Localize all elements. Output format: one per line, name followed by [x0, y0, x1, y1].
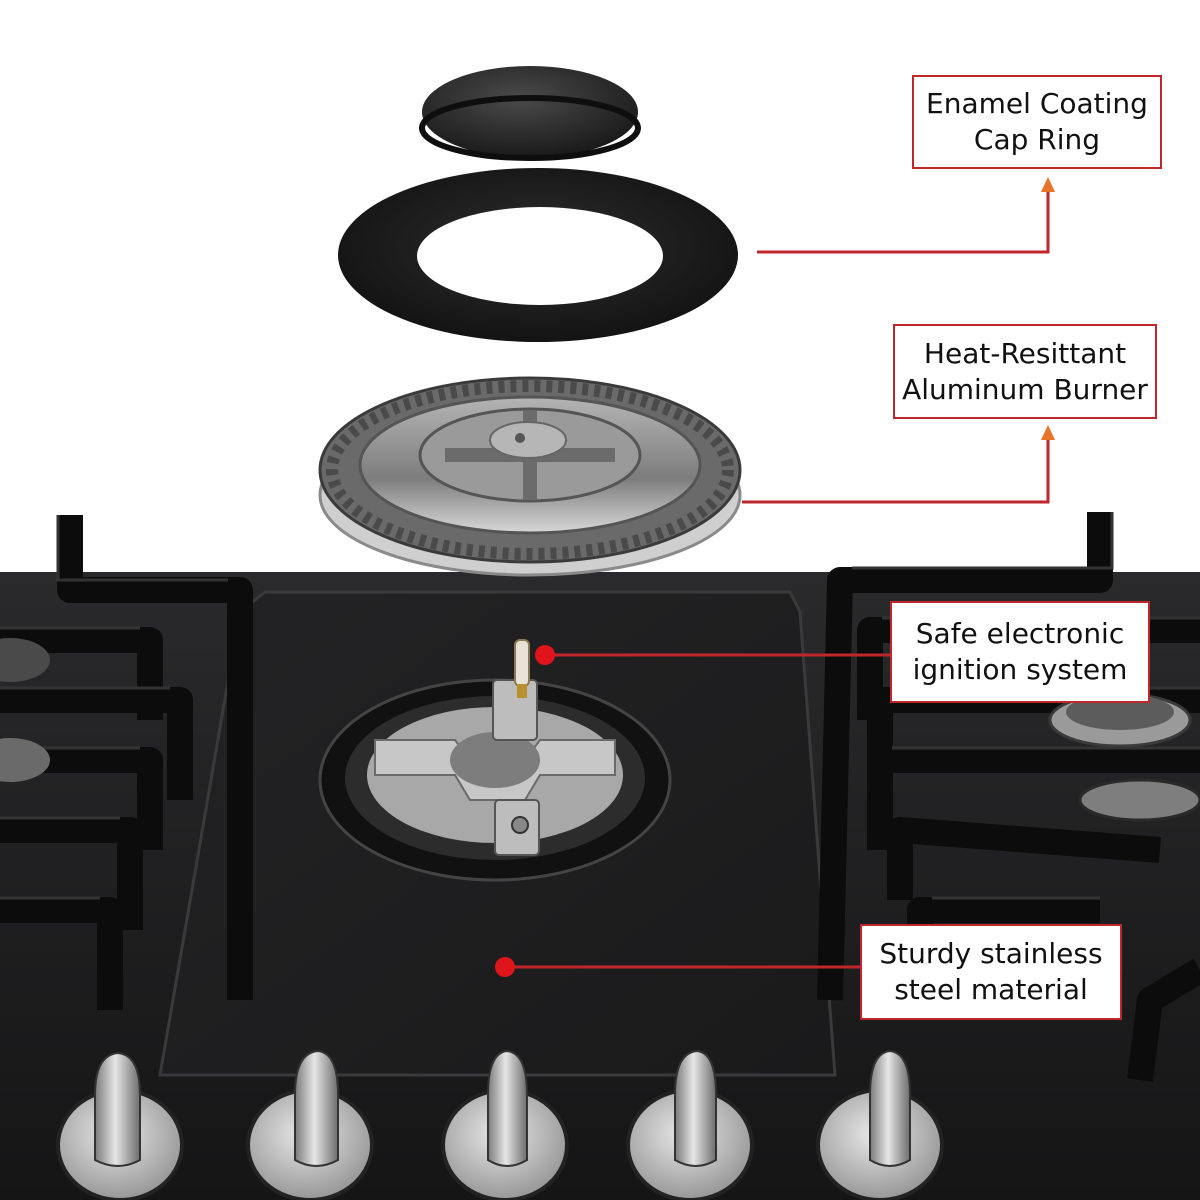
marker-dots — [495, 645, 555, 977]
leader-line-burner — [742, 438, 1050, 504]
callout-ignition-line2: ignition system — [912, 653, 1128, 686]
control-knob[interactable] — [441, 1049, 569, 1200]
leader-lines — [505, 190, 1050, 969]
callout-burner: Heat-Resittant Aluminum Burner — [893, 324, 1157, 419]
callout-material-line1: Sturdy stainless — [879, 937, 1103, 970]
control-knob[interactable] — [626, 1049, 754, 1200]
aluminum-burner — [318, 376, 742, 577]
arrow-up-icon — [1041, 177, 1055, 192]
cast-iron-grate-left — [0, 515, 253, 1010]
burner-cap — [419, 66, 641, 161]
enamel-ring — [338, 168, 738, 342]
marker-dot-ignition — [535, 645, 555, 665]
arrow-up-icon — [1041, 425, 1055, 440]
callout-cap-ring-line1: Enamel Coating — [926, 87, 1148, 120]
callout-cap-ring: Enamel Coating Cap Ring — [912, 75, 1162, 169]
arrow-heads — [1041, 177, 1055, 440]
marker-dot-material — [495, 957, 515, 977]
center-burner-base — [318, 678, 672, 882]
control-knob[interactable] — [246, 1049, 374, 1200]
side-burner-left — [0, 638, 50, 782]
callout-cap-ring-line2: Cap Ring — [973, 123, 1101, 156]
side-burner-right — [1048, 692, 1200, 822]
control-knobs — [56, 1049, 944, 1200]
callout-material: Sturdy stainless steel material — [860, 924, 1122, 1020]
callout-ignition: Safe electronic ignition system — [890, 601, 1150, 703]
leader-line-cap-ring — [757, 190, 1050, 254]
control-knob[interactable] — [56, 1051, 184, 1200]
callout-burner-line1: Heat-Resittant — [923, 336, 1127, 370]
callout-ignition-line1: Safe electronic — [915, 617, 1125, 650]
callout-material-line2: steel material — [894, 973, 1088, 1006]
control-knob[interactable] — [816, 1049, 944, 1200]
callout-burner-line2: Aluminum Burner — [902, 372, 1148, 406]
ignition-electrode — [514, 639, 530, 698]
